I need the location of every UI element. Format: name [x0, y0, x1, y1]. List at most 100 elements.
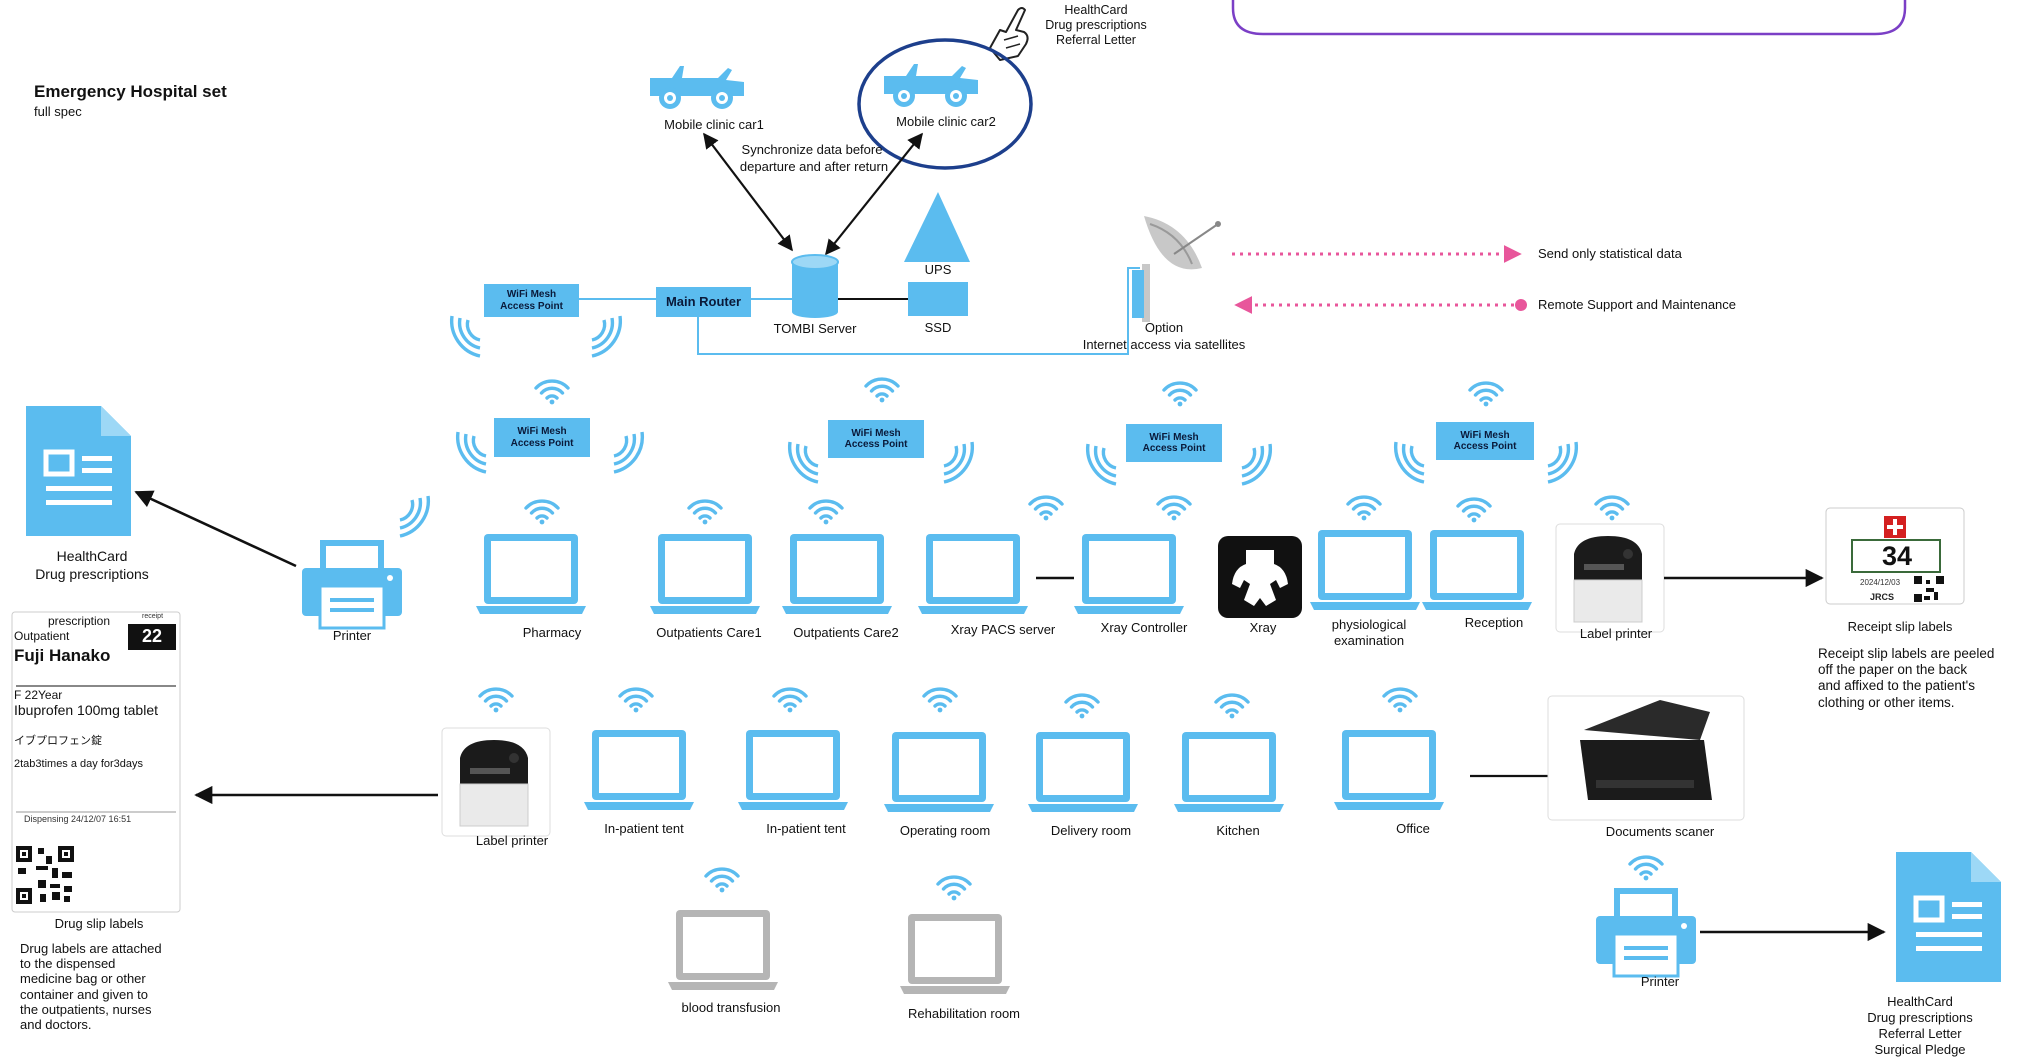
right-doc-label-3: Referral Letter [1878, 1026, 1962, 1041]
outpatients2-label: Outpatients Care2 [793, 625, 899, 640]
car2-highlight-ring [857, 38, 1033, 170]
receipt-description: Receipt slip labels are peeled off the p… [1818, 646, 1995, 710]
reception-laptop-icon [1422, 530, 1532, 610]
satellite-option-label: Option [1144, 320, 1184, 335]
drug-label-dispensing: Dispensing 24/12/07 16:51 [24, 814, 132, 824]
top-doc-label-2: Drug prescriptions [1045, 18, 1147, 32]
outpatients2-laptop-icon [782, 534, 892, 614]
drug-label-drug-jp: イブプロフェン錠 [14, 735, 102, 747]
rehab-laptop-icon [900, 914, 1010, 994]
pharmacy-laptop-icon [476, 534, 586, 614]
drug-label-patient-name: Fuji Hanako [14, 646, 111, 665]
inpatient1-label: In-patient tent [604, 821, 684, 836]
blood-transfusion-laptop-icon [668, 910, 778, 990]
sync-arrow-car2 [825, 132, 923, 256]
page-subtitle: full spec [34, 104, 82, 119]
xray-machine-icon [1218, 536, 1302, 618]
kitchen-laptop-icon [1174, 732, 1284, 812]
top-doc-label-1: HealthCard [1064, 3, 1128, 17]
drug-label-dose: 2tab3times a day for3days [14, 758, 144, 770]
delivery-laptop-icon [1028, 732, 1138, 812]
sync-arrow-car1 [703, 132, 793, 252]
ssd-box [908, 282, 968, 316]
satellite-desc-label: Internet access via satellites [1082, 337, 1246, 352]
printer-right-label: Printer [1640, 974, 1680, 989]
right-doc-label-1: HealthCard [1887, 994, 1953, 1009]
left-doc-label-1: HealthCard [56, 548, 128, 564]
blood-transfusion-label: blood transfusion [681, 1000, 781, 1015]
scanner-label: Documents scaner [1605, 824, 1715, 839]
operating-laptop-icon [884, 732, 994, 812]
outpatients1-label: Outpatients Care1 [656, 625, 762, 640]
drug-label-sex-age: F 22Year [14, 688, 63, 702]
server-label: TOMBI Server [773, 321, 857, 336]
delivery-label: Delivery room [1050, 823, 1132, 838]
receipt-caption: Receipt slip labels [1847, 619, 1953, 634]
hand-pointer-icon [989, 7, 1029, 61]
office-label: Office [1396, 821, 1430, 836]
printer-left-label: Printer [332, 628, 372, 643]
top-doc-label-3: Referral Letter [1056, 33, 1136, 47]
physio-label-1: physiological [1331, 617, 1407, 632]
receipt-number: 34 [1881, 541, 1913, 571]
ups-triangle-icon [904, 192, 970, 262]
page-title: Emergency Hospital set [34, 82, 227, 101]
physio-laptop-icon [1310, 530, 1420, 610]
sync-note-line1: Synchronize data before [741, 142, 883, 157]
printer-left-icon [300, 538, 404, 630]
xray-controller-laptop-icon [1074, 534, 1184, 614]
physio-label-2: examination [1333, 633, 1405, 648]
document-icon-left [26, 406, 131, 536]
right-doc-label-2: Drug prescriptions [1867, 1010, 1973, 1025]
rehab-label: Rehabilitation room [907, 1006, 1021, 1021]
drug-label-number: 22 [141, 626, 163, 646]
ssd-label: SSD [924, 320, 952, 335]
satellite-dish-icon [1132, 216, 1221, 322]
document-icon-right [1896, 852, 2001, 982]
send-statistics-label: Send only statistical data [1538, 246, 1682, 261]
inpatient2-laptop-icon [738, 730, 848, 810]
xray-label: Xray [1249, 620, 1277, 635]
receipt-slip-label-card [1825, 507, 1965, 605]
receipt-org: JRCS [1870, 592, 1895, 602]
pacs-label: Xray PACS server [950, 622, 1056, 637]
pharmacy-label: Pharmacy [522, 625, 582, 640]
mobile-car2-icon [884, 64, 978, 107]
ups-label: UPS [924, 262, 952, 277]
database-server-icon [791, 254, 839, 318]
inpatient1-laptop-icon [584, 730, 694, 810]
label-printer-right-label: Label printer [1579, 626, 1653, 641]
drug-label-description: Drug labels are attached to the dispense… [20, 941, 162, 1033]
kitchen-label: Kitchen [1216, 823, 1260, 838]
right-doc-label-4: Surgical Pledge [1874, 1042, 1966, 1057]
left-doc-label-2: Drug prescriptions [35, 566, 149, 582]
operating-label: Operating room [899, 823, 991, 838]
mobile-car1-label: Mobile clinic car1 [664, 117, 764, 132]
office-laptop-icon [1334, 730, 1444, 810]
outpatients1-laptop-icon [650, 534, 760, 614]
drug-label-prescription: prescription [48, 614, 111, 628]
printer-right-icon [1594, 886, 1698, 978]
reception-label: Reception [1464, 615, 1524, 630]
drug-label-patient-type: Outpatient [14, 629, 70, 643]
mobile-car1-icon [650, 66, 744, 109]
receipt-qr-code [1914, 576, 1944, 602]
mobile-car2-label: Mobile clinic car2 [896, 114, 996, 129]
main-router-box: Main Router [656, 287, 751, 317]
callout-box-outline [1231, 0, 1907, 36]
inpatient2-label: In-patient tent [766, 821, 846, 836]
sync-note-line2: departure and after return [739, 159, 889, 174]
label-printer-left-icon [441, 727, 551, 837]
drug-slip-label-card [11, 611, 181, 913]
remote-support-label: Remote Support and Maintenance [1538, 297, 1737, 312]
drug-label-caption: Drug slip labels [54, 916, 144, 931]
label-printer-right-icon [1555, 523, 1665, 633]
label-printer-left-label: Label printer [475, 833, 549, 848]
documents-scanner-icon [1547, 695, 1745, 821]
xray-controller-label: Xray Controller [1100, 620, 1188, 635]
